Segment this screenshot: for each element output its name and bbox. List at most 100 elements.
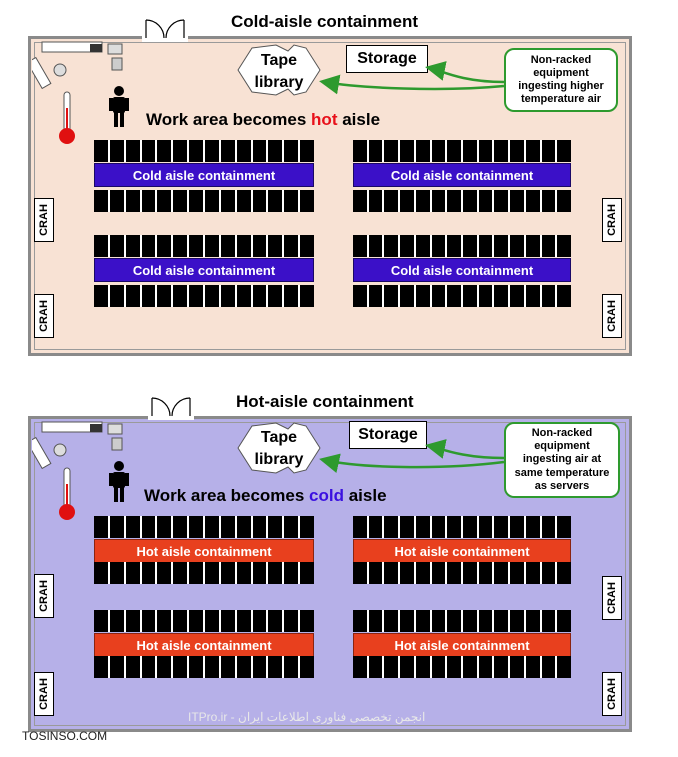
server-rack — [125, 140, 140, 162]
server-rack — [463, 562, 477, 584]
server-rack — [510, 562, 524, 584]
crah-unit: CRAH — [602, 198, 622, 242]
server-rack — [478, 235, 493, 257]
server-rack — [510, 516, 524, 538]
server-rack — [368, 285, 383, 307]
server-rack — [300, 562, 315, 584]
server-rack — [109, 516, 124, 538]
server-rack — [368, 190, 383, 212]
server-rack — [384, 235, 399, 257]
server-rack — [94, 285, 108, 307]
server-rack — [173, 516, 188, 538]
containment-bar: Hot aisle containment — [353, 539, 571, 563]
server-rack — [300, 190, 315, 212]
server-rack — [415, 285, 430, 307]
server-rack — [384, 285, 399, 307]
server-rack — [141, 140, 156, 162]
server-rack — [478, 562, 493, 584]
server-rack — [400, 235, 414, 257]
server-rack — [141, 285, 156, 307]
server-rack — [353, 235, 367, 257]
server-rack — [220, 140, 235, 162]
bottom-work-area-label: Work area becomes cold aisle — [144, 486, 387, 506]
server-rack — [252, 562, 267, 584]
server-rack — [252, 610, 267, 632]
server-rack — [173, 656, 188, 678]
server-rack — [109, 610, 124, 632]
server-rack — [252, 190, 267, 212]
callout-box: Non-racked equipment ingesting air at sa… — [504, 422, 620, 498]
server-rack — [353, 562, 367, 584]
server-rack — [478, 610, 493, 632]
server-rack — [400, 656, 414, 678]
containment-bar: Cold aisle containment — [353, 163, 571, 187]
server-rack — [125, 516, 140, 538]
server-rack — [220, 516, 235, 538]
server-rack — [431, 140, 446, 162]
rack-row — [94, 235, 315, 257]
server-rack — [173, 285, 188, 307]
server-rack — [189, 285, 204, 307]
server-rack — [541, 562, 556, 584]
server-rack — [525, 610, 540, 632]
server-rack — [353, 285, 367, 307]
server-rack — [463, 235, 477, 257]
server-rack — [384, 190, 399, 212]
server-rack — [415, 562, 430, 584]
server-rack — [494, 562, 509, 584]
server-rack — [109, 656, 124, 678]
server-rack — [400, 190, 414, 212]
server-rack — [236, 516, 251, 538]
server-rack — [141, 516, 156, 538]
containment-bar: Hot aisle containment — [353, 633, 571, 657]
work-prefix: Work area becomes — [144, 486, 310, 505]
server-rack — [541, 656, 556, 678]
server-rack — [268, 190, 283, 212]
thermometer-icon — [59, 467, 75, 520]
server-rack — [94, 610, 108, 632]
crah-unit: CRAH — [602, 294, 622, 338]
server-rack — [431, 656, 446, 678]
crah-unit: CRAH — [34, 574, 54, 618]
rack-row — [353, 610, 572, 632]
server-rack — [268, 656, 283, 678]
desk-icon — [32, 41, 123, 90]
chair-icon — [111, 57, 123, 71]
server-rack — [353, 516, 367, 538]
server-rack — [384, 656, 399, 678]
server-rack — [478, 656, 493, 678]
server-rack — [125, 235, 140, 257]
server-rack — [368, 562, 383, 584]
door-icon — [142, 19, 188, 42]
work-prefix: Work area becomes — [146, 110, 312, 129]
bottom-title: Hot-aisle containment — [236, 392, 414, 411]
rack-row — [94, 656, 315, 678]
server-rack — [525, 235, 540, 257]
server-rack — [125, 656, 140, 678]
server-rack — [447, 656, 462, 678]
containment-bar: Cold aisle containment — [94, 258, 314, 282]
chair-icon — [111, 437, 123, 451]
server-rack — [236, 140, 251, 162]
rack-row — [353, 285, 572, 307]
person-icon — [109, 86, 129, 127]
server-rack — [525, 190, 540, 212]
server-rack — [141, 656, 156, 678]
server-rack — [353, 610, 367, 632]
server-rack — [284, 285, 299, 307]
server-rack — [510, 285, 524, 307]
server-rack — [431, 562, 446, 584]
server-rack — [236, 562, 251, 584]
server-rack — [525, 656, 540, 678]
server-rack — [141, 562, 156, 584]
server-rack — [220, 285, 235, 307]
server-rack — [494, 656, 509, 678]
server-rack — [236, 285, 251, 307]
server-rack — [94, 562, 108, 584]
server-rack — [252, 235, 267, 257]
server-rack — [557, 656, 572, 678]
desk-icon — [32, 421, 123, 470]
server-rack — [300, 516, 315, 538]
